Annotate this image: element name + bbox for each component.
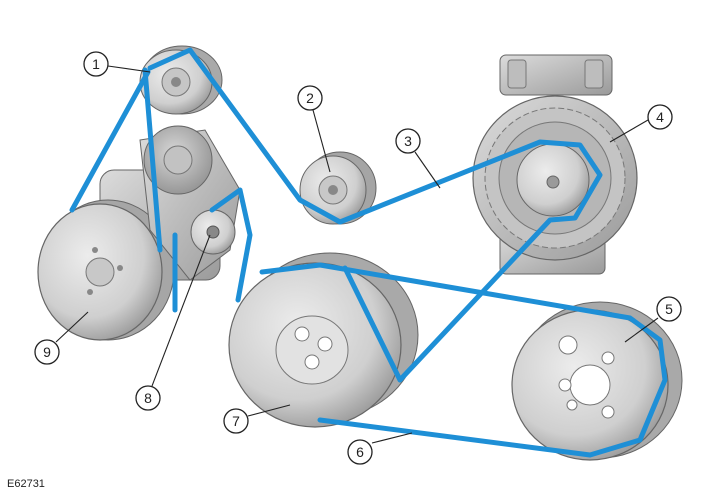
callout-4: 4 <box>609 104 673 143</box>
callout-7: 7 <box>223 404 291 434</box>
belt-tensioner <box>139 125 241 281</box>
accessory-drive-belt <box>142 47 603 383</box>
callout-8: 8 <box>135 234 211 411</box>
svg-text:4: 4 <box>656 109 664 125</box>
alternator <box>472 54 638 275</box>
svg-text:8: 8 <box>144 390 152 406</box>
svg-text:6: 6 <box>356 444 364 460</box>
svg-text:1: 1 <box>92 56 100 72</box>
callout-6: 6 <box>347 432 413 465</box>
callout-5: 5 <box>624 296 682 343</box>
callout-3: 3 <box>395 128 441 189</box>
svg-text:5: 5 <box>665 301 673 317</box>
idler-pulley <box>299 151 377 225</box>
svg-text:7: 7 <box>232 413 240 429</box>
belt-left-run <box>69 69 151 213</box>
svg-text:9: 9 <box>43 344 51 360</box>
callout-9: 9 <box>34 311 89 365</box>
svg-text:3: 3 <box>404 133 412 149</box>
figure-reference-code: E62731 <box>7 478 45 490</box>
svg-text:2: 2 <box>306 90 314 106</box>
crankshaft-pulley <box>228 252 419 428</box>
callout-1: 1 <box>83 51 151 77</box>
water-pump-belt <box>259 262 668 458</box>
water-pump-pulley <box>511 301 683 461</box>
callout-2: 2 <box>297 85 331 173</box>
